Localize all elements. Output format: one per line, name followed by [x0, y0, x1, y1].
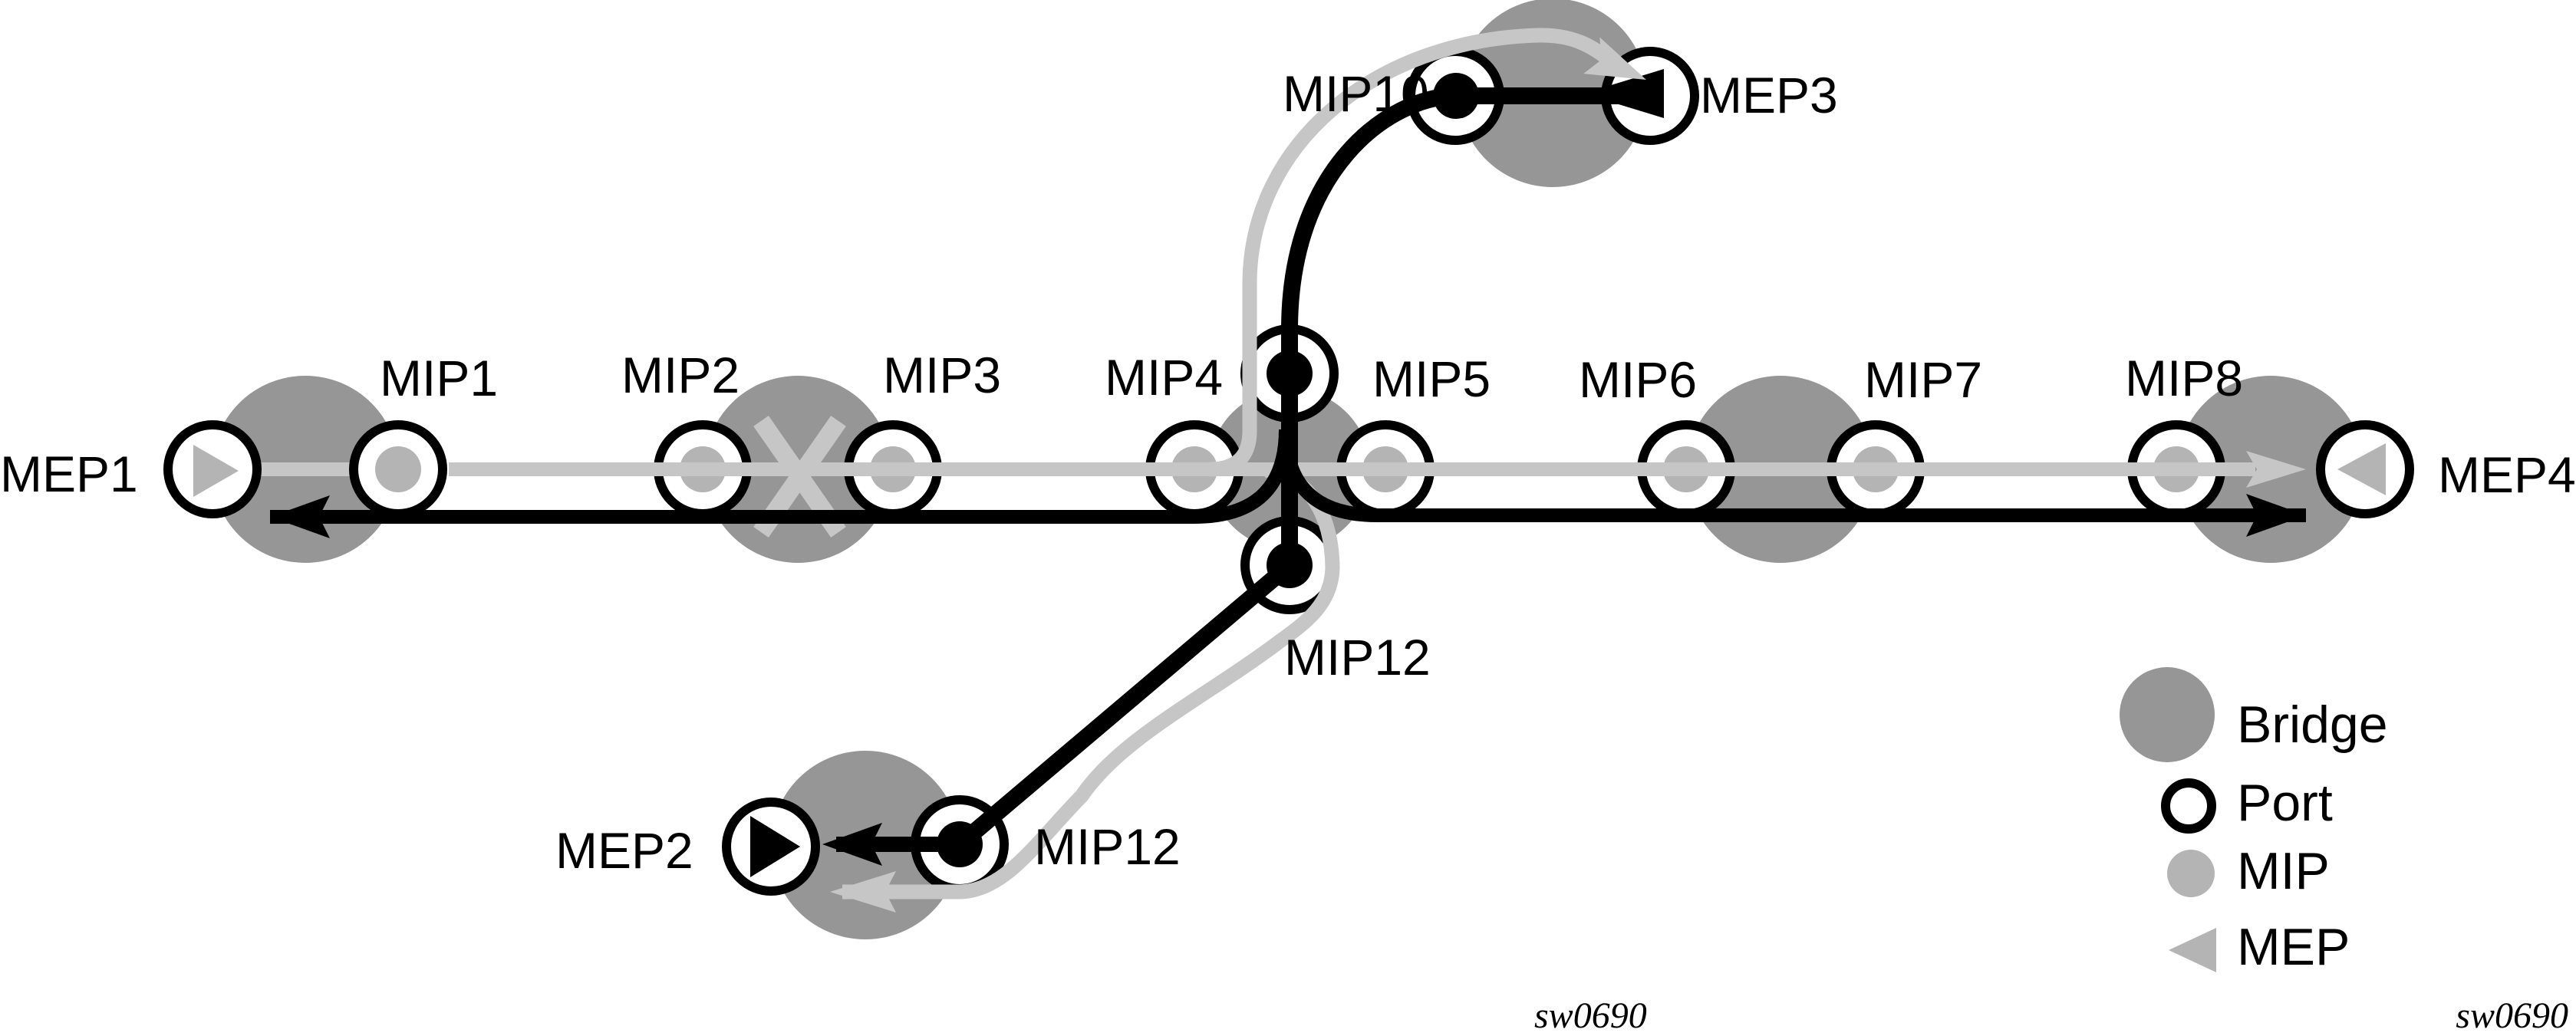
svg-text:sw0690: sw0690	[2456, 995, 2568, 1036]
svg-text:MEP2: MEP2	[555, 822, 693, 879]
svg-text:MIP4: MIP4	[1105, 349, 1223, 406]
svg-text:MIP2: MIP2	[621, 347, 740, 403]
svg-text:MIP12: MIP12	[1034, 818, 1181, 875]
svg-text:MEP: MEP	[2237, 918, 2350, 976]
svg-text:MIP5: MIP5	[1372, 350, 1491, 407]
svg-text:MIP3: MIP3	[883, 347, 1001, 403]
svg-text:MIP12: MIP12	[1284, 629, 1431, 686]
svg-text:sw0690: sw0690	[1534, 995, 1647, 1036]
svg-text:MIP: MIP	[2237, 842, 2330, 900]
svg-text:MIP1: MIP1	[380, 350, 498, 406]
svg-text:MEP3: MEP3	[1700, 67, 1838, 123]
svg-text:Bridge: Bridge	[2237, 696, 2388, 754]
svg-text:MIP8: MIP8	[2125, 350, 2243, 406]
svg-text:MEP4: MEP4	[2438, 446, 2576, 503]
svg-text:MIP7: MIP7	[1864, 351, 1982, 408]
svg-text:MIP6: MIP6	[1579, 351, 1697, 408]
svg-text:Port: Port	[2237, 774, 2333, 832]
svg-text:MEP1: MEP1	[0, 446, 138, 502]
